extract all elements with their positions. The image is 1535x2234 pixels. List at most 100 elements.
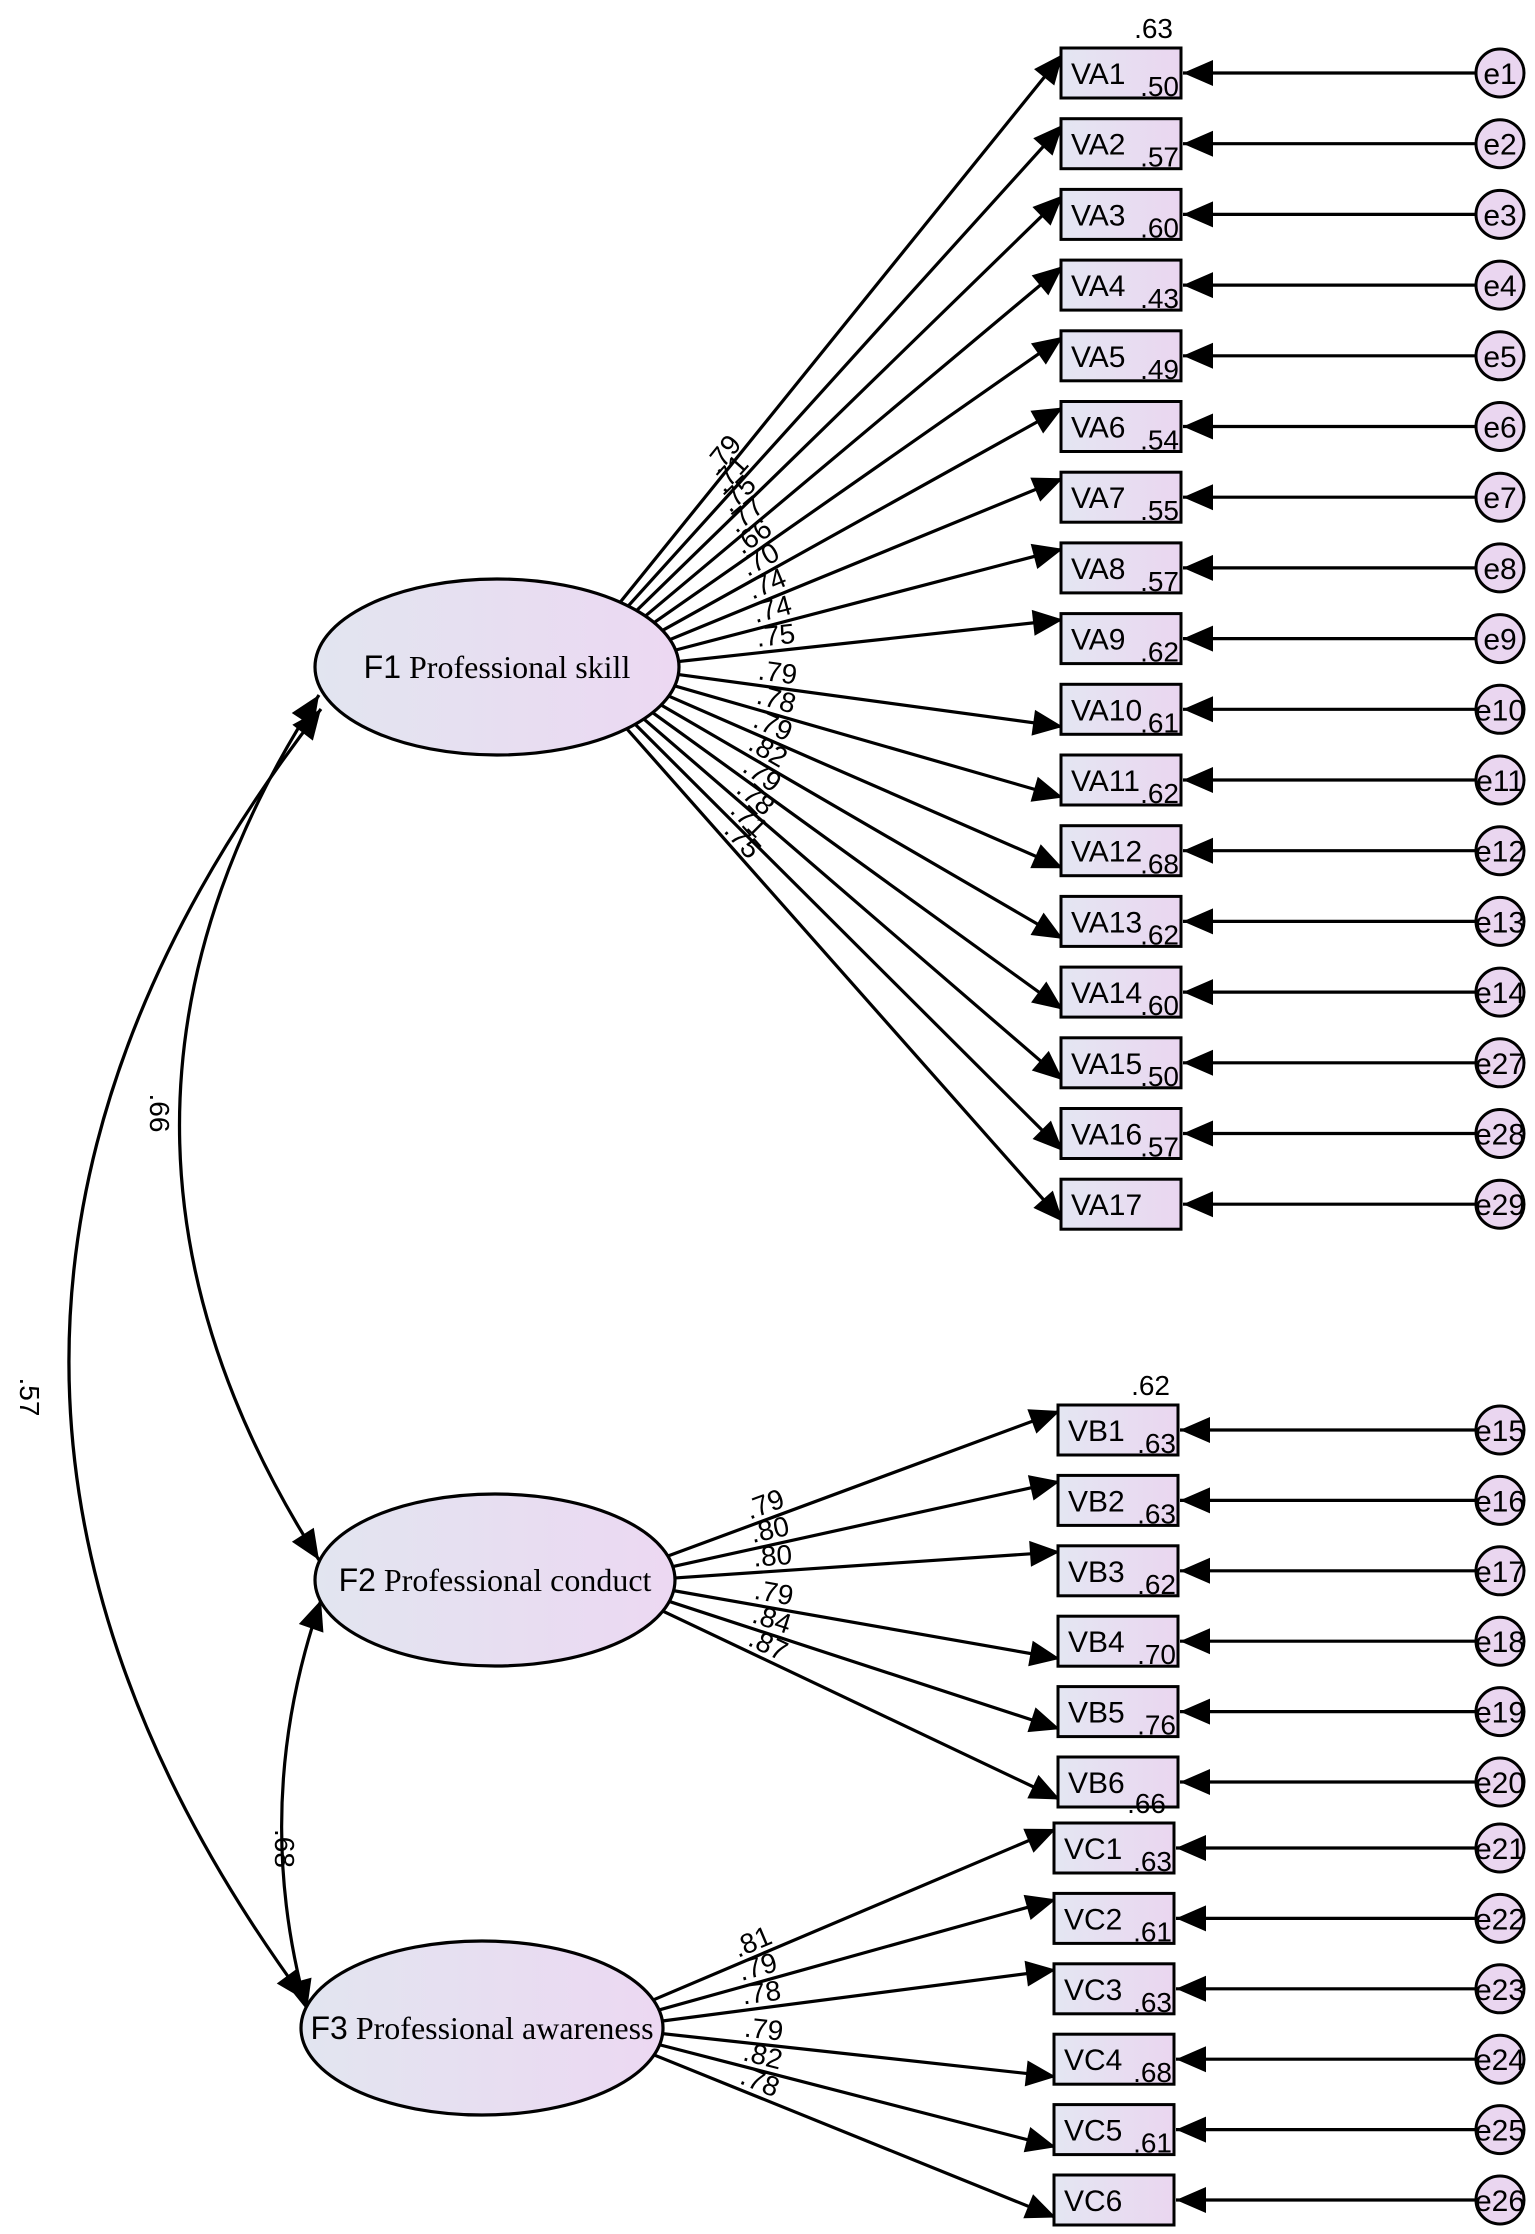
loading-arrow-va6-head <box>1030 407 1063 434</box>
error-arrow-e9-head <box>1183 625 1213 652</box>
loading-arrow-va2-head <box>1033 124 1063 156</box>
r2-label-vb3: .62 <box>1137 1569 1176 1600</box>
indicator-label-va16: VA16 <box>1071 1119 1142 1152</box>
r2-label-va2: .57 <box>1140 142 1179 173</box>
loading-arrow-vc3-head <box>1024 1960 1056 1987</box>
r2-label-va6: .54 <box>1140 425 1179 456</box>
indicator-label-va9: VA9 <box>1071 624 1125 657</box>
error-label-e24: e24 <box>1475 2044 1525 2077</box>
error-label-e6: e6 <box>1483 412 1516 445</box>
r2-label-vc2: .61 <box>1133 1916 1172 1947</box>
indicator-label-vc4: VC4 <box>1064 2044 1122 2077</box>
loading-arrow-vc6-head <box>1023 2194 1056 2219</box>
error-label-e21: e21 <box>1475 1833 1525 1866</box>
error-term-e21 <box>1474 1822 1526 1874</box>
indicator-label-vc1: VC1 <box>1064 1833 1122 1866</box>
r2-label-va4: .43 <box>1140 283 1179 314</box>
indicator-label-va4: VA4 <box>1071 270 1125 303</box>
indicator-box-vc1 <box>1052 1821 1176 1875</box>
loading-arrow-va17-head <box>1033 1190 1063 1222</box>
indicator-box-va6 <box>1059 400 1183 453</box>
error-term-e1 <box>1474 47 1526 99</box>
error-term-e11 <box>1474 754 1526 806</box>
error-label-e25: e25 <box>1475 2115 1525 2148</box>
error-term-e17 <box>1474 1545 1526 1597</box>
error-arrow-e8-head <box>1183 554 1213 581</box>
indicator-box-vb5 <box>1056 1685 1180 1739</box>
error-label-e27: e27 <box>1475 1048 1525 1081</box>
loading-arrow-vb5-head <box>1027 1707 1060 1733</box>
error-label-e4: e4 <box>1483 270 1516 303</box>
r2-label-vb1: .62 <box>1131 1370 1170 1401</box>
error-label-e28: e28 <box>1475 1119 1525 1152</box>
error-label-e8: e8 <box>1483 553 1516 586</box>
factor-ellipse-f2 <box>313 1492 677 1668</box>
error-arrow-e17-head <box>1180 1557 1210 1584</box>
error-label-e16: e16 <box>1475 1485 1525 1518</box>
error-term-e24 <box>1474 2033 1526 2085</box>
r2-label-va11: .62 <box>1140 778 1179 809</box>
indicator-label-va11: VA11 <box>1071 765 1140 798</box>
correlation-f1-f2-arrow-head-end <box>291 1527 319 1560</box>
loading-arrow-vb1-head <box>1027 1409 1060 1434</box>
loading-arrow-va16-head <box>1032 1120 1063 1151</box>
factor-name-f3: Professional awareness <box>348 2010 654 2046</box>
error-arrow-e26-head <box>1176 2187 1206 2213</box>
error-label-e26: e26 <box>1475 2185 1525 2218</box>
shapes-layer <box>299 46 1526 2227</box>
error-term-e15 <box>1474 1404 1526 1456</box>
indicator-label-va10: VA10 <box>1071 694 1142 727</box>
error-arrow-e12-head <box>1183 837 1213 864</box>
indicator-label-vb6: VB6 <box>1068 1767 1125 1800</box>
error-label-e11: e11 <box>1476 765 1524 798</box>
r2-label-vc3: .63 <box>1133 1987 1172 2018</box>
error-label-e22: e22 <box>1475 1903 1525 1936</box>
indicator-label-vc3: VC3 <box>1064 1974 1122 2007</box>
loading-arrow-va14 <box>643 705 1064 1011</box>
error-term-e27 <box>1474 1037 1526 1089</box>
factor-id-f1: F1 <box>364 649 401 685</box>
error-arrow-e28-head <box>1183 1120 1213 1147</box>
r2-label-va8: .57 <box>1140 566 1179 597</box>
loading-arrow-va8 <box>663 547 1064 655</box>
loading-arrow-vb2-head <box>1027 1475 1060 1501</box>
loading-arrow-vc4 <box>649 2030 1057 2079</box>
indicator-box-vb4 <box>1056 1614 1180 1668</box>
error-arrow-e2-head <box>1183 130 1213 157</box>
indicator-box-vc4 <box>1052 2032 1176 2086</box>
error-arrow-e16-head <box>1180 1487 1210 1514</box>
error-label-e10: e10 <box>1475 694 1525 727</box>
factor-ellipse-f1 <box>313 577 681 757</box>
indicator-box-va14 <box>1059 965 1183 1019</box>
indicator-box-va7 <box>1059 470 1183 524</box>
loading-arrow-va10 <box>665 671 1064 729</box>
r2-label-va1: .63 <box>1134 13 1173 44</box>
error-term-e5 <box>1474 330 1526 382</box>
loading-arrow-va7 <box>658 476 1064 646</box>
r2-label-vb5: .76 <box>1137 1710 1176 1741</box>
loading-arrow-vb3 <box>662 1550 1061 1581</box>
correlation-f1-f2-arrow <box>177 694 321 1561</box>
factor-label-f1: F1 Professional skill <box>364 649 631 685</box>
error-arrow-e7-head <box>1183 484 1213 511</box>
loading-arrow-vc4-head <box>1024 2060 1056 2087</box>
r2-label-vb2: .63 <box>1137 1498 1176 1529</box>
error-term-e2 <box>1474 118 1526 170</box>
indicator-box-va12 <box>1059 824 1183 878</box>
loading-arrow-vb5 <box>657 1596 1061 1731</box>
loading-arrow-vb4-head <box>1028 1640 1060 1667</box>
factor-label-f3: F3 Professional awareness <box>310 2010 653 2046</box>
error-term-e3 <box>1474 188 1526 240</box>
error-term-e6 <box>1474 401 1526 452</box>
loading-arrow-va14-head <box>1031 981 1063 1010</box>
indicator-label-va1: VA1 <box>1071 58 1125 91</box>
error-arrow-e23-head <box>1176 1975 1206 2002</box>
r2-label-va16: .57 <box>1140 1132 1179 1163</box>
path-lines-layer <box>67 52 1476 2219</box>
indicator-box-va1 <box>1059 46 1183 100</box>
error-term-e18 <box>1474 1615 1526 1667</box>
error-label-e20: e20 <box>1475 1767 1525 1800</box>
error-arrow-e18-head <box>1180 1628 1210 1655</box>
indicator-label-va6: VA6 <box>1071 412 1125 445</box>
